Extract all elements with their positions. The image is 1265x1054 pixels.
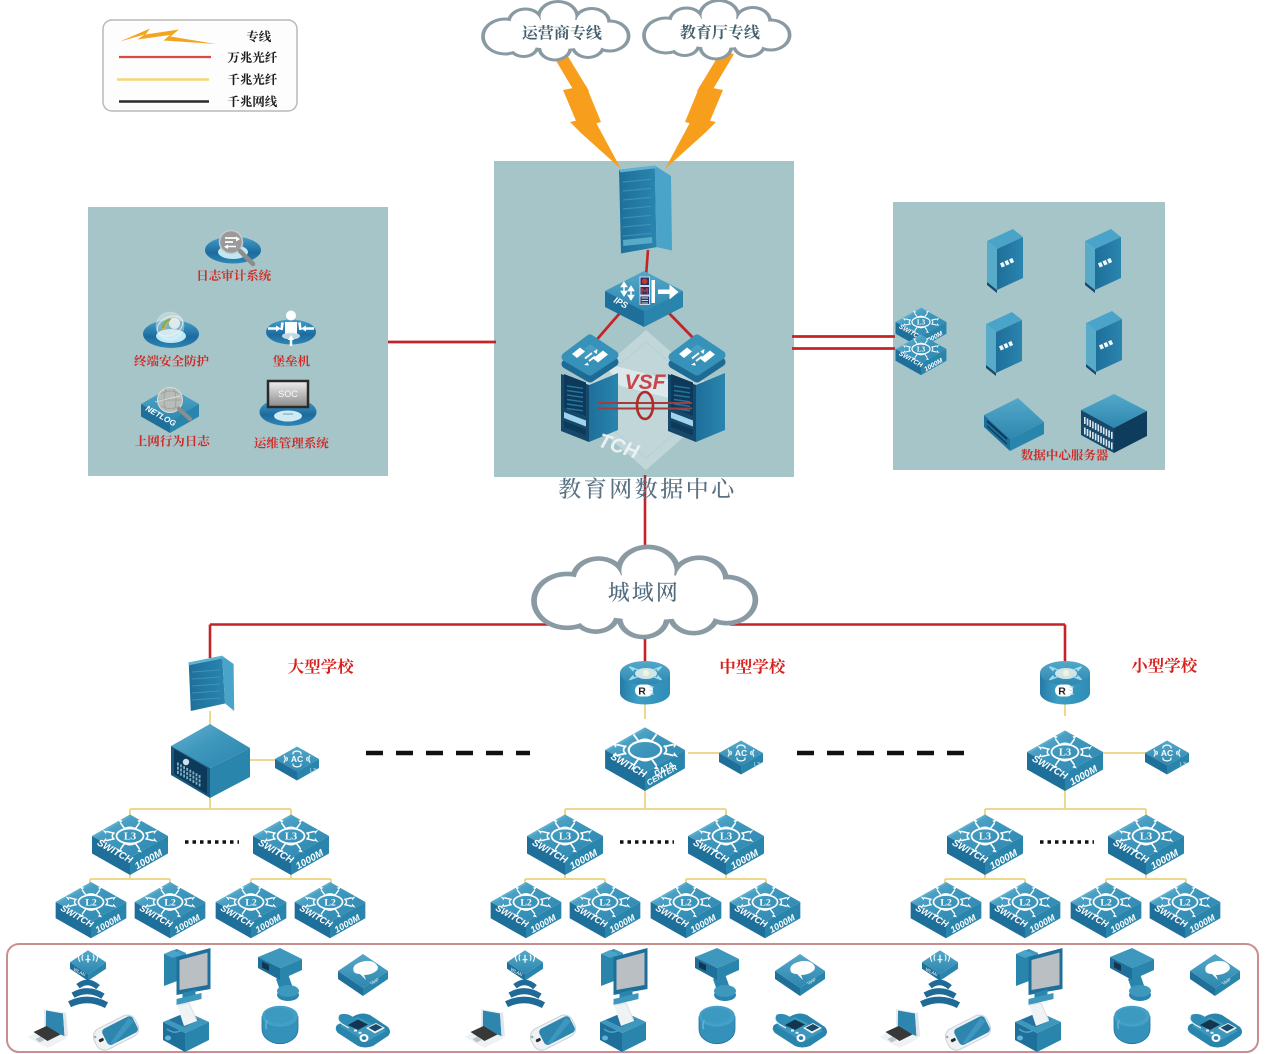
- svg-text:VoIP: VoIP: [1221, 977, 1232, 986]
- svg-text:WLAN: WLAN: [510, 967, 524, 978]
- svg-text:SOC: SOC: [278, 389, 298, 399]
- svg-text:VoIP: VoIP: [806, 977, 817, 986]
- svg-text:VSF: VSF: [625, 371, 667, 394]
- svg-text:VoIP: VoIP: [369, 977, 380, 986]
- svg-text:WLAN: WLAN: [925, 967, 939, 978]
- svg-text:WLAN: WLAN: [73, 967, 87, 978]
